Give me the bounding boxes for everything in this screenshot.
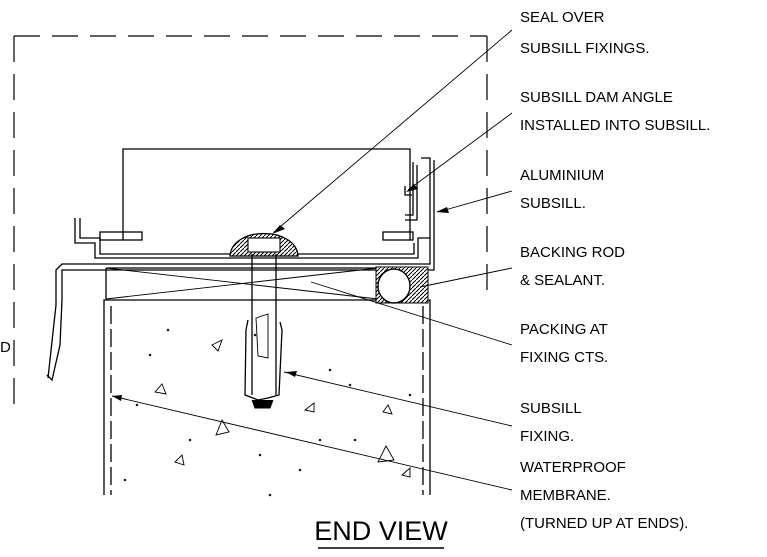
callout-packing: PACKING AT FIXING CTS. [520, 321, 608, 366]
callout-fixing-line-1: SUBSILL [520, 400, 582, 417]
subsill-dam-angle [404, 186, 412, 196]
callout-subsill-line-1: ALUMINIUM [520, 167, 604, 184]
concrete-substrate [103, 299, 431, 497]
leader-subsill [437, 190, 513, 213]
callout-fixing: SUBSILL FIXING. [520, 400, 582, 445]
callout-backing-rod: BACKING ROD & SEALANT. [520, 244, 625, 289]
callout-subsill-line-2: SUBSILL. [520, 195, 586, 212]
callout-seal-line-2: SUBSILL FIXINGS. [520, 40, 650, 57]
leader-packing [310, 281, 513, 346]
opening-outline-dashed [13, 35, 488, 410]
leader-arrowheads [112, 184, 449, 401]
callout-membrane-line-1: WATERPROOF [520, 459, 626, 476]
leader-fixing [283, 371, 513, 427]
concrete-aggregate-marks [123, 328, 412, 497]
callout-seal: SEAL OVER SUBSILL FIXINGS. [520, 9, 650, 57]
backing-rod-and-sealant [375, 266, 429, 304]
callout-backing-rod-line-1: BACKING ROD [520, 244, 625, 261]
leader-seal [273, 29, 513, 233]
edge-clipped-text: D [0, 339, 11, 356]
callout-packing-line-1: PACKING AT [520, 321, 608, 338]
subsill-fixing [244, 237, 283, 409]
callout-dam-angle-line-2: INSTALLED INTO SUBSILL. [520, 117, 710, 134]
leader-backing-rod [419, 267, 513, 288]
leader-membrane [111, 395, 513, 491]
leader-dam-angle [407, 112, 513, 191]
aluminium-subsill-profile [46, 157, 435, 382]
callout-membrane-line-3: (TURNED UP AT ENDS). [520, 515, 688, 532]
packing-at-fixing-centres [105, 267, 379, 300]
callout-dam-angle-line-1: SUBSILL DAM ANGLE [520, 89, 673, 106]
arrowhead-subsill [436, 207, 449, 213]
leader-lines [111, 29, 513, 491]
arrowhead-dam-angle [406, 184, 418, 192]
window-frame [122, 148, 411, 240]
callout-membrane-line-2: MEMBRANE. [520, 487, 611, 504]
callout-backing-rod-line-2: & SEALANT. [520, 272, 605, 289]
callout-membrane: WATERPROOF MEMBRANE. (TURNED UP AT ENDS)… [520, 459, 688, 532]
callout-fixing-line-2: FIXING. [520, 428, 574, 445]
arrowhead-fixing [286, 371, 297, 377]
arrowhead-seal [272, 225, 285, 234]
callout-packing-line-2: FIXING CTS. [520, 349, 608, 366]
view-title: END VIEW [314, 516, 448, 546]
callout-dam-angle: SUBSILL DAM ANGLE INSTALLED INTO SUBSILL… [520, 89, 710, 134]
arrowhead-membrane [112, 395, 122, 401]
callout-subsill: ALUMINIUM SUBSILL. [520, 167, 604, 212]
callout-seal-line-1: SEAL OVER [520, 9, 605, 26]
